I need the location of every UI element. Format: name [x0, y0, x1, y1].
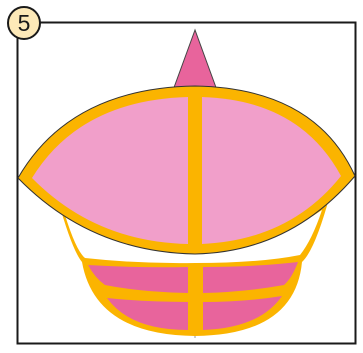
step-number-label: 5: [18, 10, 31, 36]
